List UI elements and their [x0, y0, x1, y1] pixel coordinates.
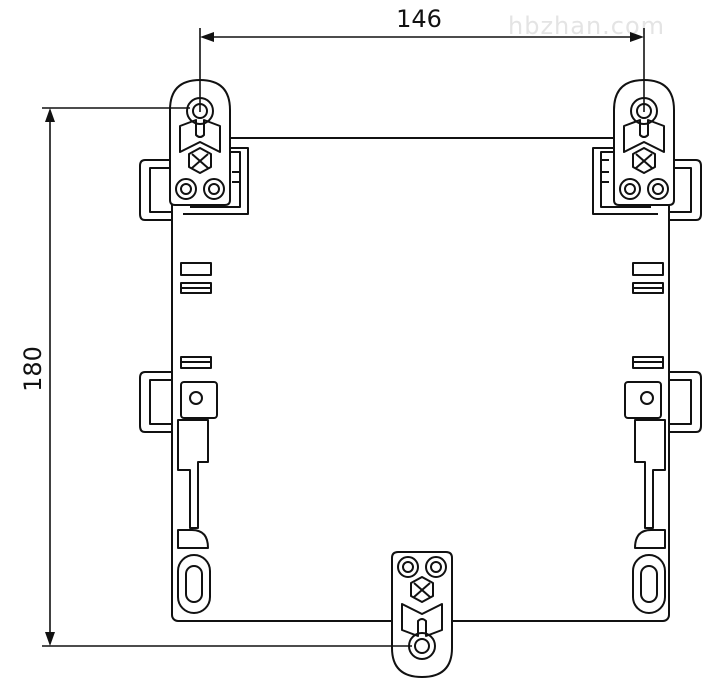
width-dimension-label: 146 — [396, 5, 442, 33]
rail-left-mid — [139, 371, 172, 433]
oval-hole-right — [632, 554, 666, 614]
rail-left-top — [139, 159, 172, 221]
rail-right-mid — [669, 371, 702, 433]
slots-left — [180, 262, 212, 369]
plate-body — [171, 137, 670, 622]
mount-tab-top-right — [613, 79, 675, 206]
dimension-height — [42, 107, 412, 647]
height-dimension-label: 180 — [19, 346, 47, 392]
latch-right — [624, 381, 666, 549]
mount-tab-bottom — [391, 551, 453, 678]
slots-right — [632, 262, 664, 369]
dimension-width — [199, 28, 645, 112]
mount-tab-top-left — [169, 79, 231, 206]
oval-hole-left — [177, 554, 211, 614]
latch-left — [177, 381, 218, 549]
rail-right-top — [669, 159, 702, 221]
